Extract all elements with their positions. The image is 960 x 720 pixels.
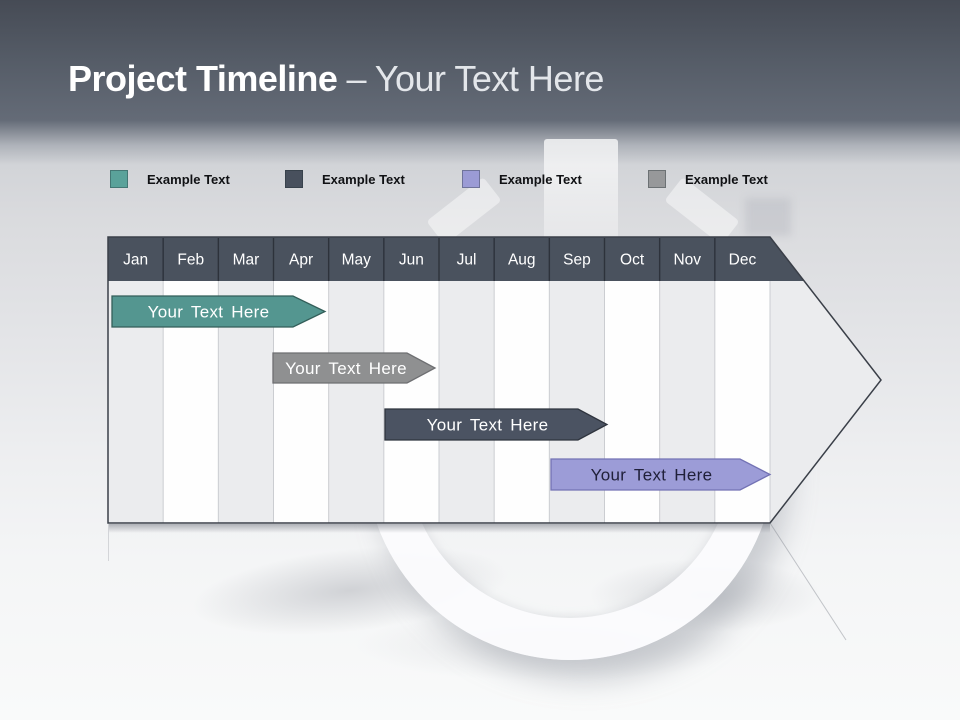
legend-swatch <box>110 170 128 188</box>
page-title: Project Timeline– Your Text Here <box>68 59 604 99</box>
title-main: Project Timeline <box>68 58 338 99</box>
legend-swatch <box>285 170 303 188</box>
legend-label: Example Text <box>147 171 230 187</box>
reflection-diagonal <box>769 522 847 641</box>
month-column <box>163 237 219 523</box>
legend-item: Example Text <box>110 170 230 188</box>
month-column <box>494 237 550 523</box>
month-label: Sep <box>563 252 591 269</box>
month-label: Apr <box>289 252 313 269</box>
title-suffix: – Your Text Here <box>346 58 604 99</box>
timeline-bar <box>384 408 609 441</box>
legend-label: Example Text <box>322 171 405 187</box>
month-label: Nov <box>673 252 701 269</box>
legend-label: Example Text <box>499 171 582 187</box>
legend-swatch <box>648 170 666 188</box>
legend-item: Example Text <box>285 170 405 188</box>
timeline-bar <box>111 295 327 328</box>
legend-swatch <box>462 170 480 188</box>
timeline-bar <box>550 458 772 491</box>
month-label: Mar <box>233 252 260 269</box>
month-label: Aug <box>508 252 536 269</box>
month-label: Oct <box>620 252 645 269</box>
legend-label: Example Text <box>685 171 768 187</box>
timeline-bar-label: Your Text Here <box>427 416 549 435</box>
table-shadow <box>109 524 770 533</box>
timeline-bar-label: Your Text Here <box>591 466 713 485</box>
legend-item: Example Text <box>462 170 582 188</box>
month-label: Dec <box>729 252 757 269</box>
timeline-bar-label: Your Text Here <box>148 303 270 322</box>
timeline-bar-label: Your Text Here <box>285 359 407 378</box>
month-label: Jul <box>457 252 477 269</box>
timeline-arrow-outline <box>107 236 882 524</box>
month-label: Jun <box>399 252 424 269</box>
month-label: Feb <box>177 252 204 269</box>
month-label: Jan <box>123 252 148 269</box>
month-label: May <box>342 252 372 269</box>
legend-item: Example Text <box>648 170 768 188</box>
timeline-bar <box>272 352 437 384</box>
